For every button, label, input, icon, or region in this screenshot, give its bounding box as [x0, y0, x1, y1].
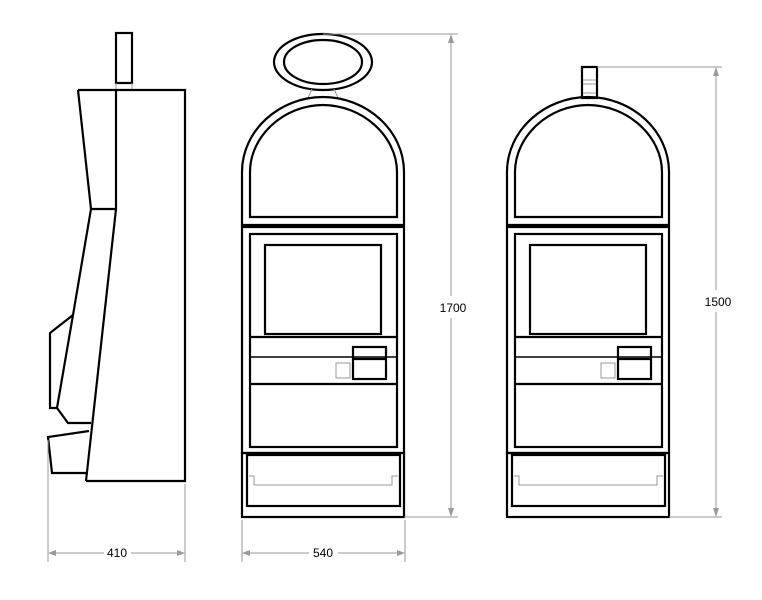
side-body: [78, 88, 187, 483]
oval-topper-inner: [282, 38, 364, 86]
side-topper: [114, 31, 134, 85]
dimension-label-1700: 1700: [440, 301, 467, 315]
side-view: [46, 31, 187, 483]
dimension-front-width: 540: [241, 520, 406, 562]
dimension-height-1500: 1500: [597, 66, 732, 518]
side-coin-tray: [46, 429, 90, 475]
side-button-panel: [48, 314, 74, 410]
dimension-side-depth: 410: [47, 440, 186, 562]
front-view-with-topper: [240, 32, 406, 519]
dimension-label-540: 540: [313, 546, 333, 560]
front-view-standard: [505, 65, 671, 519]
dimension-height-1700: 1700: [323, 33, 467, 518]
oval-topper-outer: [272, 32, 374, 92]
dimension-label-1500: 1500: [705, 295, 732, 309]
dimension-label-410: 410: [107, 546, 127, 560]
